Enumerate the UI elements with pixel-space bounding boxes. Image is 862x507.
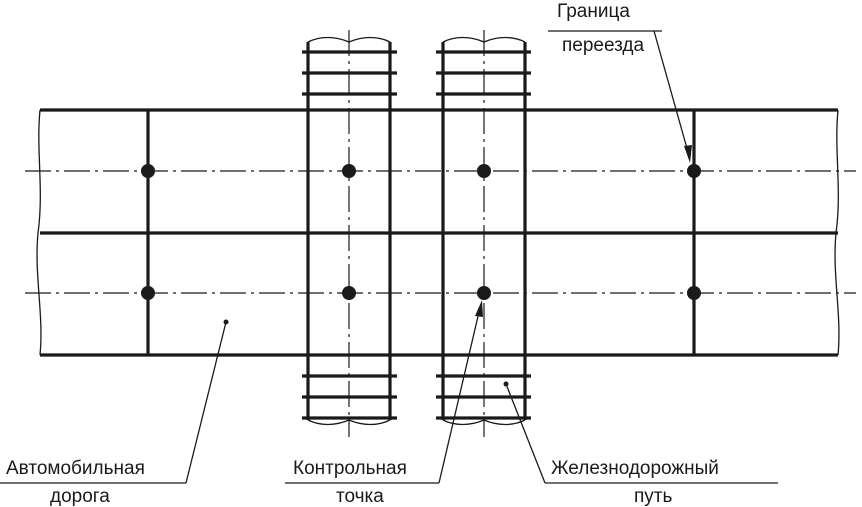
- road: [36, 108, 840, 357]
- control-point-dot: [141, 286, 155, 300]
- sleepers: [302, 50, 397, 420]
- break-line-bottom: [442, 419, 526, 426]
- break-line-left: [36, 109, 42, 356]
- break-line-top: [442, 36, 526, 43]
- label-line-2: путь: [634, 486, 672, 507]
- railway-track-2: [436, 30, 531, 437]
- arrow-icon: [475, 300, 483, 317]
- label-line-2: точка: [336, 486, 384, 507]
- control-points: [141, 164, 701, 300]
- leader-line: [653, 30, 689, 153]
- leader-line: [185, 321, 227, 484]
- label-line-1: Контрольная: [293, 458, 407, 479]
- label-railway-track: Железнодорожный путь: [503, 381, 778, 507]
- control-point-dot: [342, 164, 356, 178]
- control-point-dot: [141, 164, 155, 178]
- label-line-2: дорога: [50, 486, 110, 507]
- label-road: Автомобильная дорога: [0, 319, 229, 507]
- railway-track-1: [302, 30, 397, 437]
- leader-dot-icon: [503, 381, 509, 387]
- control-point-dot: [477, 164, 491, 178]
- label-line-2: переезда: [562, 35, 645, 56]
- label-line-1: Граница: [557, 1, 630, 22]
- sleepers: [436, 50, 531, 420]
- label-line-1: Автомобильная: [6, 458, 145, 479]
- control-point-dot: [687, 164, 701, 178]
- leader-line: [438, 311, 480, 484]
- break-line-top: [307, 36, 391, 43]
- control-point-dot: [342, 286, 356, 300]
- control-point-dot: [477, 286, 491, 300]
- label-crossing-boundary: Граница переезда: [548, 1, 692, 163]
- break-line-bottom: [307, 419, 391, 426]
- leader-dot-icon: [223, 319, 229, 325]
- label-line-1: Железнодорожный: [551, 458, 719, 479]
- break-line-right: [834, 109, 840, 356]
- label-control-point: Контрольная точка: [285, 300, 483, 507]
- control-point-dot: [687, 286, 701, 300]
- leader-line: [505, 383, 546, 484]
- arrow-icon: [684, 145, 692, 163]
